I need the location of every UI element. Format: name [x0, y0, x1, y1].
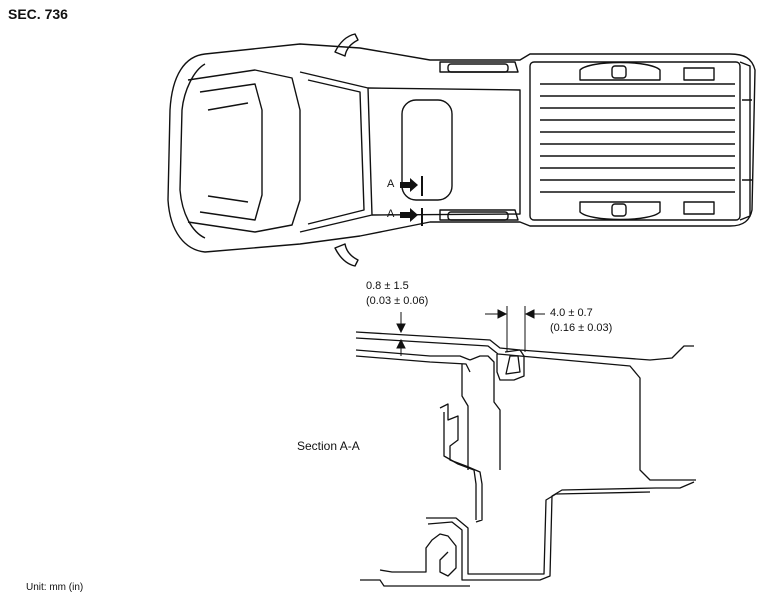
truck-body-outline	[167, 43, 756, 253]
section-arrow-top	[400, 178, 418, 192]
gap-left-in: (0.03 ± 0.06)	[366, 295, 429, 307]
section-profile	[355, 331, 696, 587]
section-label: Section A-A	[297, 439, 360, 453]
mirror-right	[334, 243, 359, 267]
gap-right-in: (0.16 ± 0.03)	[550, 322, 613, 334]
section-arrow-bottom	[400, 208, 418, 222]
mirror-left	[334, 33, 359, 57]
gap-left-dimension: 0.8 ± 1.5 (0.03 ± 0.06)	[366, 279, 428, 309]
section-marker-a-bottom: A	[387, 208, 395, 220]
section-code: SEC. 736	[8, 6, 68, 22]
section-marker-a-top: A	[387, 178, 395, 190]
gap-right-dimension: 4.0 ± 0.7 (0.16 ± 0.03)	[550, 306, 612, 336]
unit-note: Unit: mm (in)	[26, 582, 84, 593]
gap-right-mm: 4.0 ± 0.7	[550, 307, 593, 319]
gap-left-mm: 0.8 ± 1.5	[366, 280, 409, 292]
